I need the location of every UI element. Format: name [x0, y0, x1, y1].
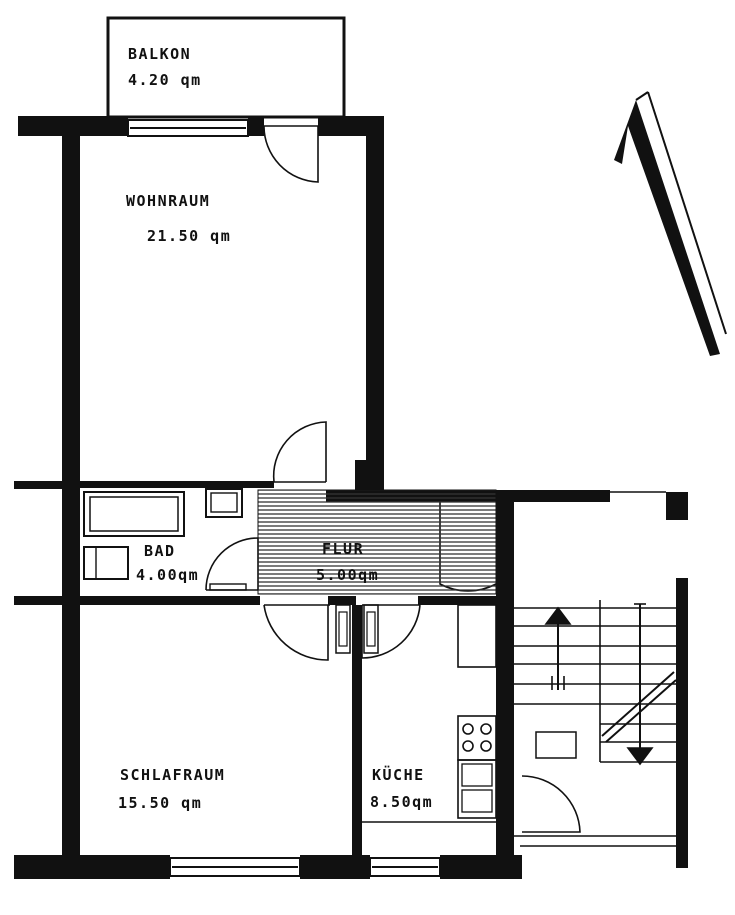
stairs-down-arrow-icon — [626, 603, 654, 766]
bad-door — [205, 537, 259, 591]
doors — [205, 125, 581, 833]
schlafraum: SCHLAFRAUM 15.50 qm — [118, 604, 379, 812]
flur: FLUR 5.00qm — [257, 489, 497, 595]
balcony: BALKON 4.20 qm — [106, 16, 346, 119]
flur-name: FLUR — [322, 540, 364, 558]
wohnraum-door — [272, 421, 327, 483]
bad: BAD 4.00qm — [83, 488, 247, 591]
sink — [457, 759, 497, 819]
kueche-door — [361, 604, 421, 659]
schlafraum-area: 15.50 qm — [118, 794, 202, 812]
balcony-door — [263, 125, 319, 183]
flur-area: 5.00qm — [316, 566, 379, 584]
stairwell — [514, 491, 677, 847]
schlafraum-name: SCHLAFRAUM — [120, 766, 225, 784]
windows — [127, 119, 441, 877]
bad-area: 4.00qm — [136, 566, 199, 584]
wohnraum-area: 21.50 qm — [147, 227, 231, 245]
schlafraum-door — [263, 604, 330, 661]
stair-door — [521, 775, 581, 833]
stairs-up-arrow-icon — [544, 606, 572, 690]
wohnraum: WOHNRAUM 21.50 qm — [126, 192, 231, 245]
balkon-name: BALKON — [128, 45, 191, 63]
bad-name: BAD — [144, 542, 176, 560]
kueche-name: KÜCHE — [372, 765, 425, 784]
bathtub — [83, 491, 185, 537]
balkon-area: 4.20 qm — [128, 71, 202, 89]
north-arrow-icon — [614, 91, 727, 356]
wohnraum-name: WOHNRAUM — [126, 192, 210, 210]
kueche: KÜCHE 8.50qm — [362, 604, 497, 823]
kitchen-cabinet — [457, 604, 497, 668]
stove — [457, 715, 497, 761]
toilet — [83, 546, 129, 580]
washbasin — [205, 488, 243, 518]
kueche-area: 8.50qm — [370, 793, 433, 811]
